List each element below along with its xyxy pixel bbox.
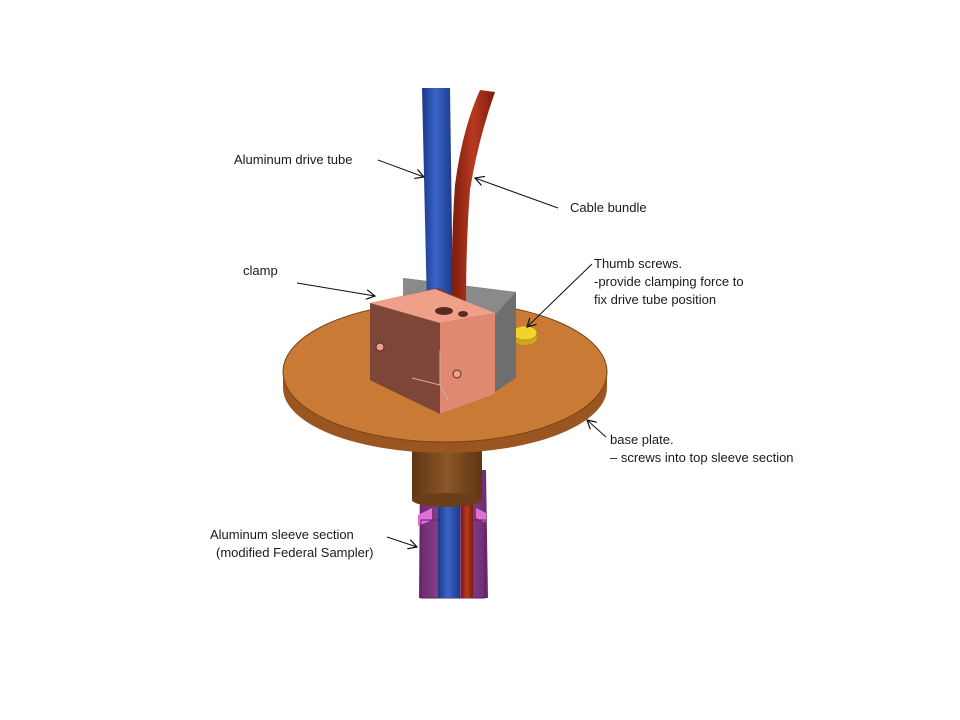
leader-lines xyxy=(296,159,607,547)
label-thumb-screws: Thumb screws. -provide clamping force to… xyxy=(594,255,744,309)
bolt-hole-icon xyxy=(452,369,462,379)
leader-sleeve xyxy=(386,536,417,547)
label-drive-tube: Aluminum drive tube xyxy=(234,152,353,167)
label-sleeve: Aluminum sleeve section (modified Federa… xyxy=(210,526,374,562)
base-plate-line-2: – screws into top sleeve section xyxy=(610,450,794,465)
thumb-screws-line-3: fix drive tube position xyxy=(594,292,717,307)
leader-thumb-screw xyxy=(527,263,593,327)
sleeve-line-2: (modified Federal Sampler) xyxy=(216,545,374,560)
leader-clamp xyxy=(296,282,375,296)
leader-drive-tube xyxy=(377,159,424,177)
aluminum-drive-tube xyxy=(422,88,453,308)
thumb-screw xyxy=(512,325,538,345)
sleeve-line-1: Aluminum sleeve section xyxy=(210,527,354,542)
thumb-screws-line-1: Thumb screws. xyxy=(594,256,683,271)
label-cable-bundle: Cable bundle xyxy=(570,200,647,215)
clamp xyxy=(370,288,495,414)
base-plate-line-1: base plate. xyxy=(610,432,674,447)
leader-cable-bundle xyxy=(475,178,559,209)
tubes-in-sleeve xyxy=(438,500,473,598)
label-base-plate: base plate. – screws into top sleeve sec… xyxy=(610,431,794,467)
sleeve-collar xyxy=(412,445,482,507)
bolt-hole-icon xyxy=(375,342,385,352)
cable-bundle xyxy=(451,90,495,310)
coordinate-axes-icon xyxy=(411,350,449,401)
label-clamp: clamp xyxy=(243,263,278,278)
thumb-screws-line-2: -provide clamping force to xyxy=(594,274,744,289)
leader-base-plate xyxy=(587,420,607,438)
